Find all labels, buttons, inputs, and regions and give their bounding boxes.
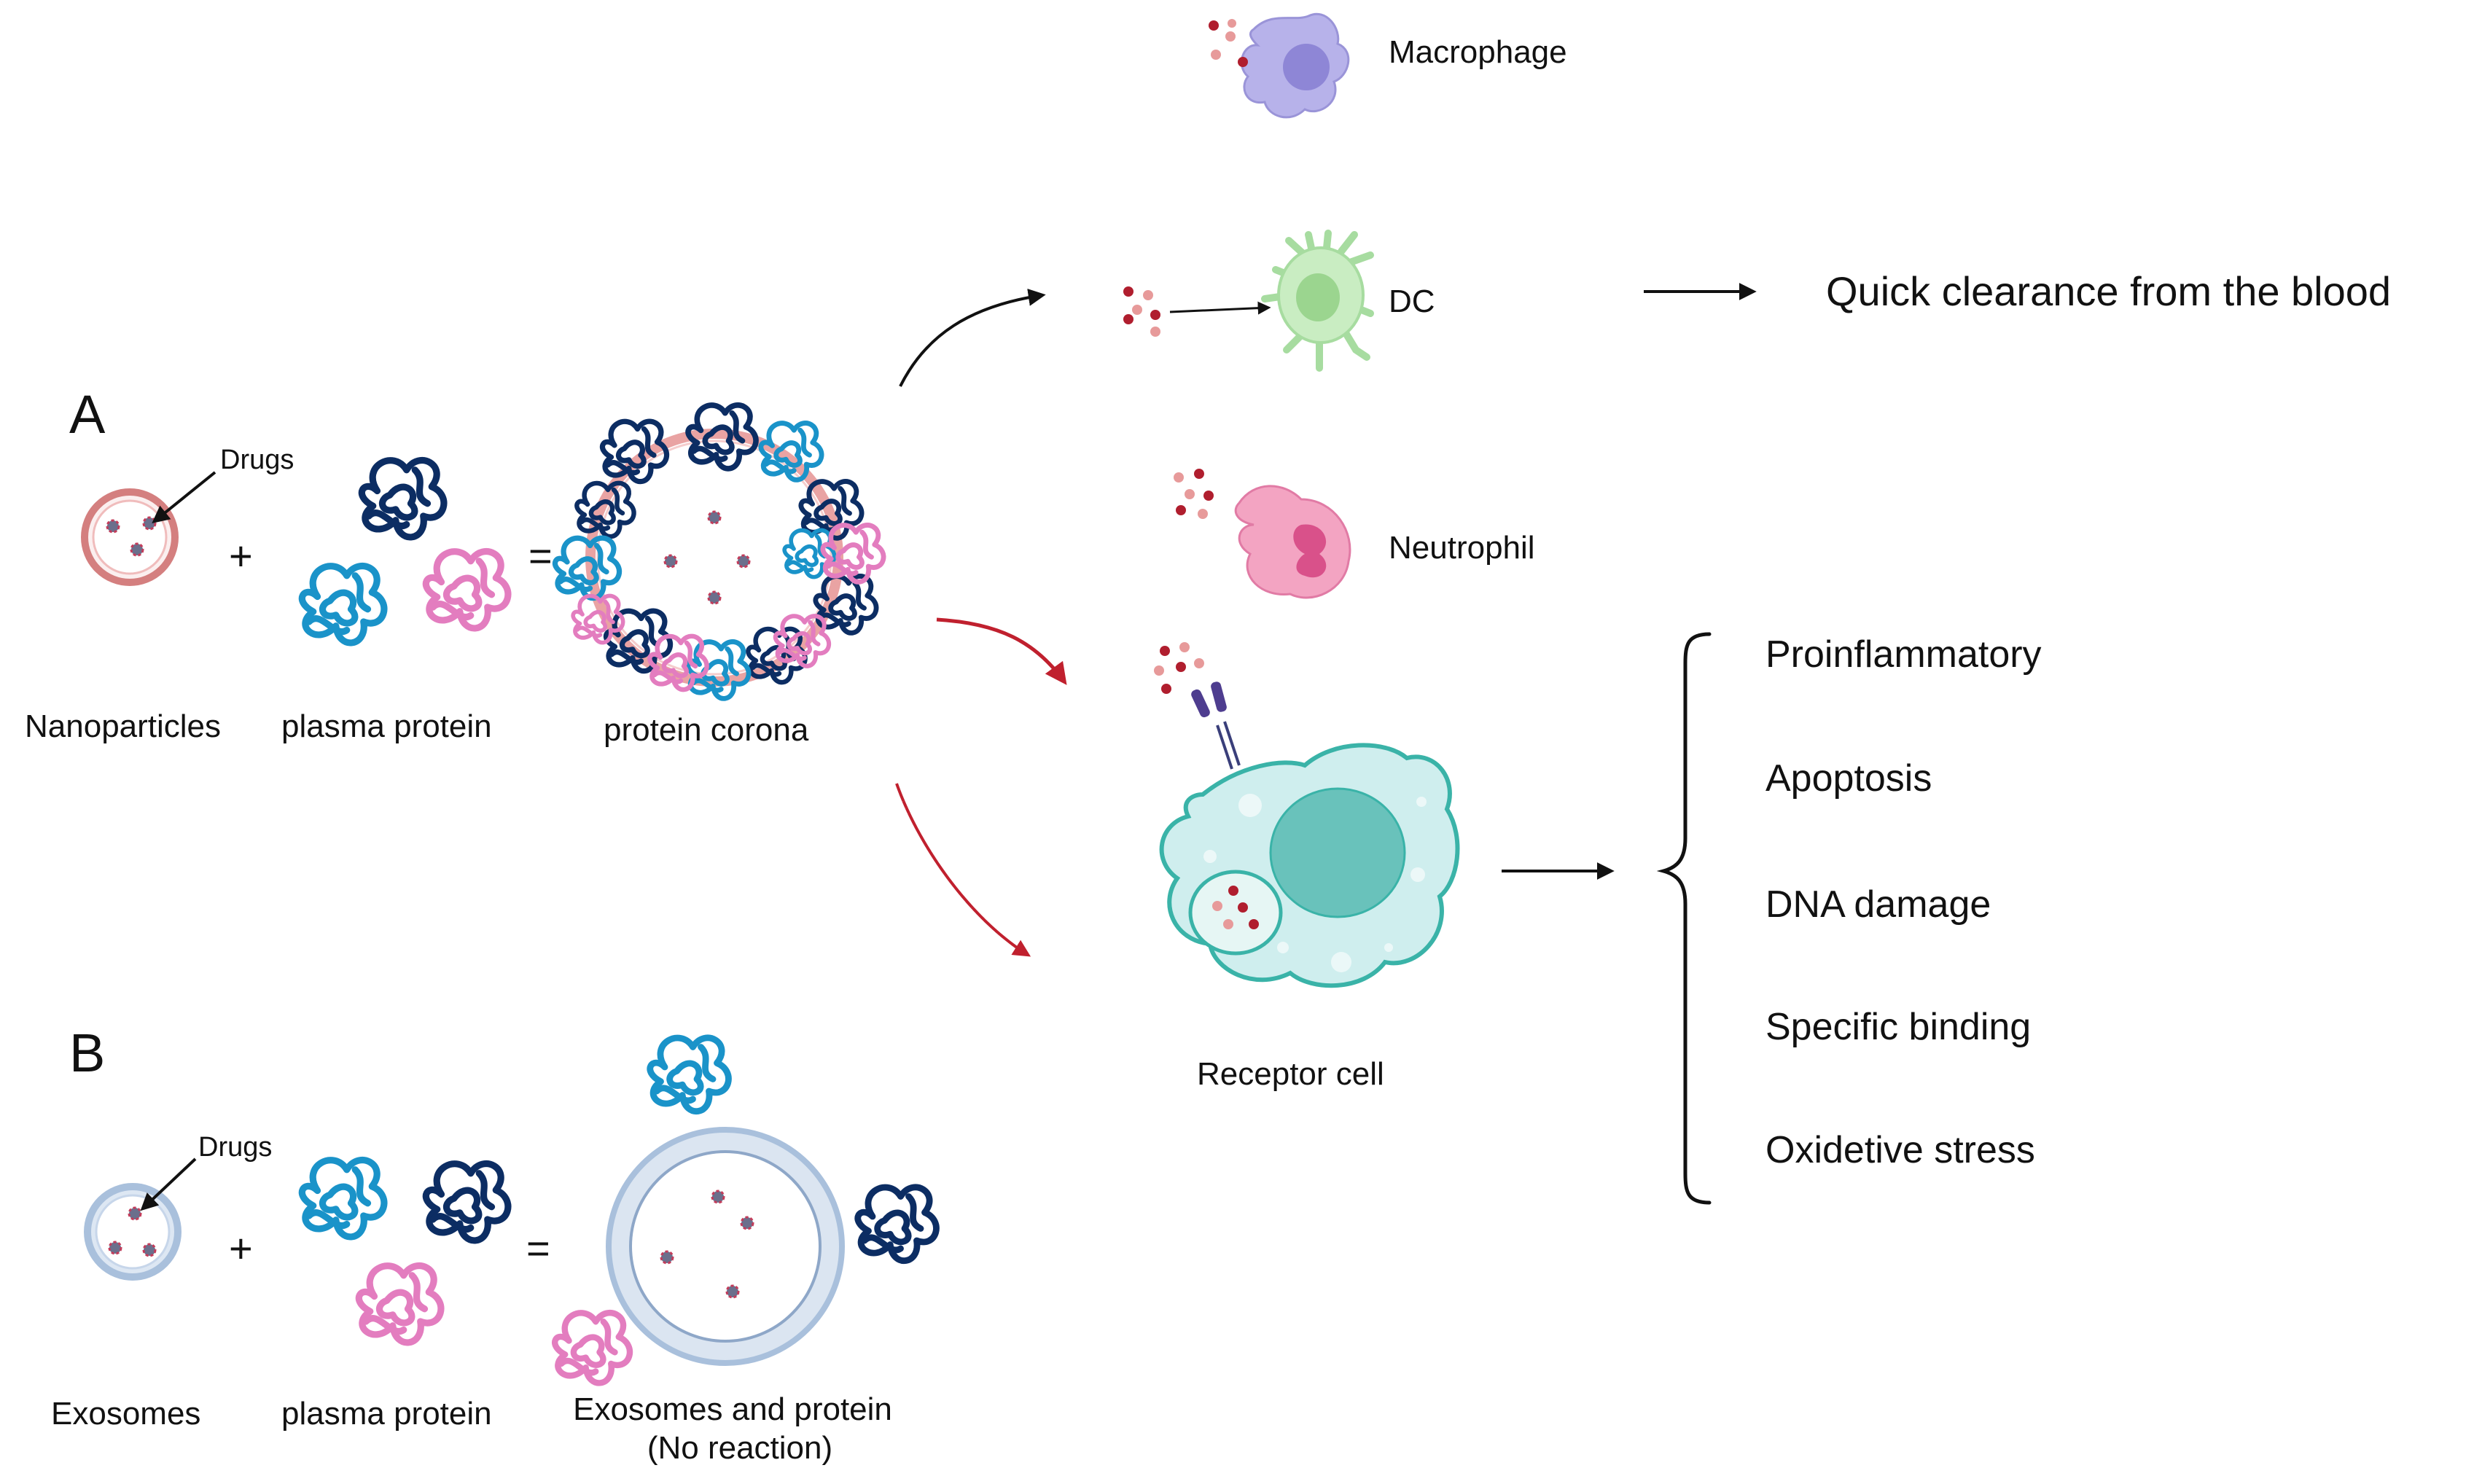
panel-b-letter: B xyxy=(69,1023,106,1083)
receptor-cell-label: Receptor cell xyxy=(1197,1056,1384,1092)
effect-specific-binding: Specific binding xyxy=(1765,1006,2032,1048)
arrow-to-dc xyxy=(899,288,1046,387)
protein-corona-label: protein corona xyxy=(604,712,809,748)
neutrophil-cell xyxy=(1174,469,1351,599)
nanoparticles-label: Nanoparticles xyxy=(25,708,222,744)
clearance-label: Quick clearance from the blood xyxy=(1826,268,2392,314)
panel-a-letter: A xyxy=(69,384,106,445)
plasma-protein-pink-a xyxy=(426,552,508,628)
plus-sign-b: + xyxy=(229,1225,253,1271)
drugs-label-b: Drugs xyxy=(198,1132,273,1163)
effect-proinflammatory: Proinflammatory xyxy=(1765,633,2042,676)
dendritic-cell xyxy=(1123,230,1374,372)
arrow-to-receptor-lower xyxy=(895,783,1031,957)
plasma-protein-light-blue-b xyxy=(302,1160,384,1237)
exosome xyxy=(84,1183,182,1281)
protein-corona xyxy=(555,405,883,699)
equals-sign-a: = xyxy=(528,533,553,579)
effect-apoptosis: Apoptosis xyxy=(1765,757,1932,800)
exosomes-protein-label: Exosomes and protein xyxy=(573,1391,892,1427)
drugs-pointer-a xyxy=(152,471,216,524)
arrow-to-receptor-upper xyxy=(936,617,1067,685)
macrophage-cell xyxy=(1209,12,1350,119)
plasma-protein-dark-blue-a xyxy=(362,461,444,537)
plasma-protein-pink-b xyxy=(359,1266,441,1343)
plasma-protein-light-blue-a xyxy=(302,566,384,643)
drugs-label-a: Drugs xyxy=(220,445,294,475)
effects-brace xyxy=(1656,632,1712,1205)
drugs-pointer-b xyxy=(140,1157,197,1211)
neutrophil-label: Neutrophil xyxy=(1389,530,1535,566)
effect-oxidetive-stress: Oxidetive stress xyxy=(1765,1129,2035,1171)
receptor-cell xyxy=(1154,642,1460,988)
plasma-protein-dark-blue-b xyxy=(426,1164,508,1241)
exosome-no-reaction xyxy=(555,1038,936,1383)
plasma-protein-label-b: plasma protein xyxy=(281,1396,492,1432)
dc-label: DC xyxy=(1389,284,1435,319)
no-reaction-label: (No reaction) xyxy=(647,1430,833,1466)
effect-dna-damage: DNA damage xyxy=(1765,883,1991,926)
macrophage-label: Macrophage xyxy=(1389,34,1567,70)
exosomes-label: Exosomes xyxy=(51,1396,201,1432)
plus-sign-a: + xyxy=(229,533,253,579)
nanoparticle xyxy=(81,488,179,586)
plasma-protein-label-a: plasma protein xyxy=(281,708,492,744)
equals-sign-b: = xyxy=(526,1225,550,1271)
